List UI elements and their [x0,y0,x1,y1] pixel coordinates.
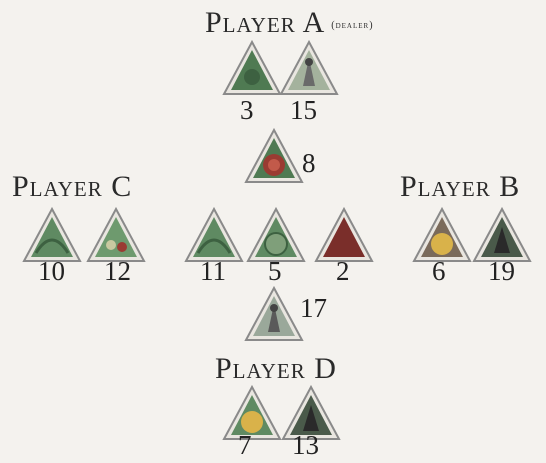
card-center-top[interactable] [244,128,304,184]
card-c2-number: 12 [104,256,131,287]
player-a-name: Player A [205,6,325,39]
card-a2[interactable] [279,40,339,96]
card-c1-number: 10 [38,256,65,287]
card-a1-number: 3 [240,95,254,126]
floral-icon [86,207,146,263]
card-center3-number: 2 [336,256,350,287]
figure-icon [279,40,339,96]
player-d-label: Player D [215,352,337,386]
dark-green-icon [222,40,282,96]
card-center1-number: 11 [200,256,226,287]
card-d1[interactable] [222,385,282,441]
card-c1[interactable] [22,207,82,263]
card-b2[interactable] [472,207,532,263]
figure-icon [244,286,304,342]
card-center2[interactable] [246,207,306,263]
card-center-bottom-number: 17 [300,293,327,324]
card-b1[interactable] [412,207,472,263]
player-a-label: Player A (dealer) [205,6,374,40]
card-c2[interactable] [86,207,146,263]
green-pattern-icon [184,207,244,263]
card-center2-number: 5 [268,256,282,287]
sun-icon [412,207,472,263]
card-b2-number: 19 [488,256,515,287]
card-d1-number: 7 [238,430,252,461]
sun-icon [222,385,282,441]
card-center-bottom[interactable] [244,286,304,342]
player-c-label: Player C [12,170,132,204]
card-b1-number: 6 [432,256,446,287]
dark-red-icon [314,207,374,263]
player-b-label: Player B [400,170,520,204]
card-a1[interactable] [222,40,282,96]
figure-icon [472,207,532,263]
card-center3[interactable] [314,207,374,263]
card-center1[interactable] [184,207,244,263]
red-orb-icon [244,128,304,184]
orb-icon [246,207,306,263]
card-a2-number: 15 [290,95,317,126]
dealer-note: (dealer) [331,20,373,31]
card-center-top-number: 8 [302,148,316,179]
card-d2-number: 13 [292,430,319,461]
green-pattern-icon [22,207,82,263]
